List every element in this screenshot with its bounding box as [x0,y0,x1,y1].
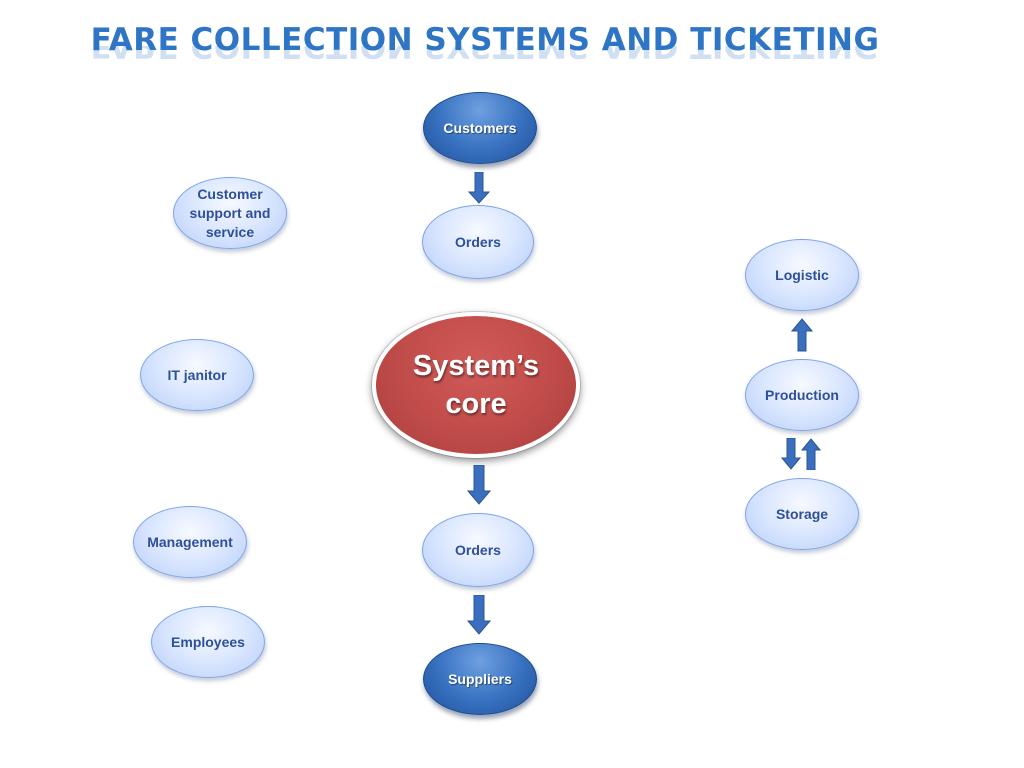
management-node: Management [133,506,247,578]
production-node: Production [745,359,859,431]
system-core-node: System’s core [372,312,580,458]
customers-label: Customers [443,120,517,136]
arrow-production-to-storage-down-icon [781,438,801,470]
customer-support-label-line1: Customer [197,185,263,202]
orders-top-label: Orders [455,233,501,250]
system-core-label: System’s core [413,347,539,423]
page-title: FARE COLLECTION SYSTEMS AND TICKETING [90,22,880,58]
management-label: Management [147,533,233,550]
arrow-customers-to-orders-icon [468,172,490,204]
it-janitor-node: IT janitor [140,339,254,411]
arrow-storage-to-production-up-icon [801,438,821,470]
arrow-production-to-logistic-icon [791,318,813,352]
arrow-core-to-orders-icon [467,465,491,505]
storage-node: Storage [745,478,859,550]
arrow-orders-to-suppliers-icon [467,595,491,635]
customer-support-label-line2: support and [189,204,271,221]
orders-bottom-label: Orders [455,541,501,558]
system-core-label-line1: System’s [412,350,540,382]
production-label: Production [765,386,839,403]
page-title-reflection: FARE COLLECTION SYSTEMS AND TICKETING [90,46,880,64]
orders-bottom-node: Orders [422,513,534,587]
employees-label: Employees [171,633,245,650]
it-janitor-label: IT janitor [167,366,227,383]
suppliers-node: Suppliers [423,643,537,715]
customers-node: Customers [423,92,537,164]
storage-label: Storage [775,505,829,522]
orders-top-node: Orders [422,205,534,279]
customer-support-label: Customer support and service [190,185,271,242]
logistic-label: Logistic [775,266,829,283]
suppliers-label: Suppliers [448,671,512,687]
employees-node: Employees [151,606,265,678]
system-core-label-line2: core [445,388,507,420]
customer-support-node: Customer support and service [173,177,287,249]
customer-support-label-line3: service [205,223,255,240]
logistic-node: Logistic [745,239,859,311]
